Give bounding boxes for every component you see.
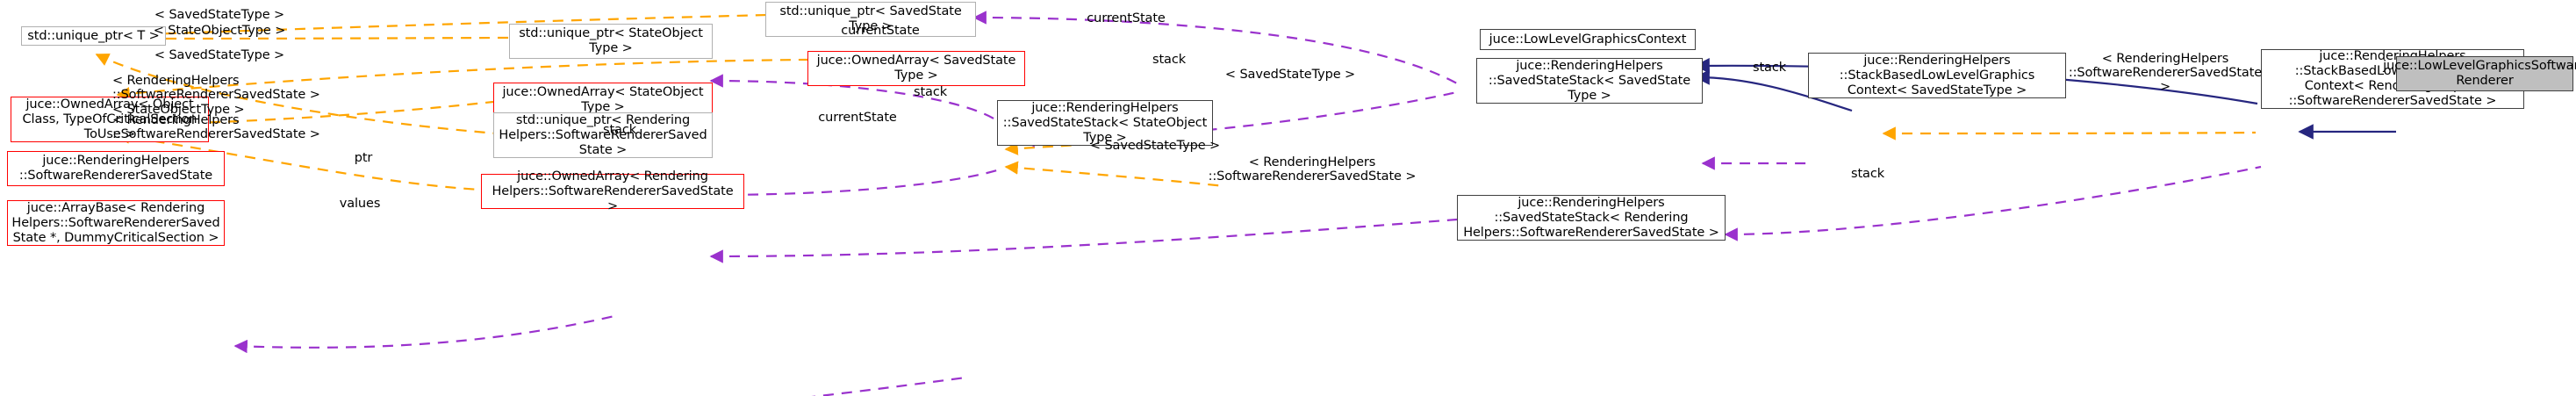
edge-label-renderinghelpers-softwarerenderersavedstate-4: < RenderingHelpers ::SoftwareRendererSav…: [112, 113, 320, 141]
usage-edges: [233, 11, 2262, 396]
node-std-unique-ptr-softwarerenderersavedstate[interactable]: std::unique_ptr< Rendering Helpers::Soft…: [493, 112, 713, 158]
node-juce-ownedarray-renderinghelpers-softwarerenderersavedstate[interactable]: juce::OwnedArray< Rendering Helpers::Sof…: [481, 169, 744, 213]
edge-label-renderinghelpers-softwarerenderersavedstate-1: < RenderingHelpers ::SoftwareRendererSav…: [112, 74, 320, 102]
node-std-unique-ptr-stateobjecttype[interactable]: std::unique_ptr< StateObject Type >: [509, 24, 713, 59]
edge-label-currentstate-1: currentState: [1087, 11, 1166, 25]
node-juce-lowlevelgraphicscontext[interactable]: juce::LowLevelGraphicsContext: [1480, 29, 1696, 50]
node-juce-savedstatestack-renderinghelpers-softwarerenderersavedstate[interactable]: juce::RenderingHelpers ::SavedStateStack…: [1457, 195, 1726, 241]
node-juce-ownedarray-savedstatetype[interactable]: juce::OwnedArray< SavedState Type >: [807, 51, 1025, 86]
node-juce-arraybase-softwarerenderersavedstate[interactable]: juce::ArrayBase< Rendering Helpers::Soft…: [7, 200, 225, 246]
edge-label-stateobjecttype-1: < StateObjectType >: [153, 24, 286, 38]
node-juce-renderinghelpers-softwarerenderersavedstate[interactable]: juce::RenderingHelpers ::SoftwareRendere…: [7, 151, 225, 186]
edge-label-savedstatetype-2: < SavedStateType >: [154, 48, 285, 62]
edge-label-stack-2: stack: [1753, 61, 1786, 75]
edge-label-savedstatetype-4: < SavedStateType >: [1089, 139, 1221, 153]
edge-label-savedstatetype-3: < SavedStateType >: [1224, 68, 1356, 82]
edge-label-values: values: [339, 197, 381, 211]
edge-label-stack-3: stack: [914, 85, 947, 99]
node-juce-ownedarray-objectclass[interactable]: juce::OwnedArray< Object Class, TypeOfCr…: [11, 97, 209, 142]
edge-label-currentstate-2: currentState: [841, 24, 920, 38]
edge-label-savedstatetype-1: < SavedStateType >: [154, 8, 285, 22]
edge-label-stateobjecttype-2: < StateObjectType >: [112, 103, 245, 117]
node-std-unique-ptr-t[interactable]: std::unique_ptr< T >: [21, 26, 166, 46]
node-juce-savedstatestack-savedstatetype[interactable]: juce::RenderingHelpers ::SavedStateStack…: [1476, 58, 1703, 104]
node-juce-ownedarray-stateobjecttype[interactable]: juce::OwnedArray< StateObject Type >: [493, 83, 713, 118]
node-juce-stackbasedlowlevelgraphicscontext-savedstatetype[interactable]: juce::RenderingHelpers ::StackBasedLowLe…: [1808, 53, 2066, 98]
edge-label-renderinghelpers-softwarerenderersavedstate-3: < RenderingHelpers ::SoftwareRendererSav…: [1208, 155, 1417, 184]
node-std-unique-ptr-savedstatetype[interactable]: std::unique_ptr< SavedState Type >: [765, 2, 976, 37]
edge-label-currentstate-3: currentState: [818, 111, 897, 125]
edge-label-ptr: ptr: [354, 151, 373, 165]
edge-label-stack-5: stack: [603, 123, 636, 137]
edge-label-stack-1: stack: [1152, 53, 1186, 67]
edge-label-renderinghelpers-softwarerenderersavedstate-2: < RenderingHelpers ::SoftwareRendererSav…: [2068, 52, 2263, 94]
edge-label-stack-4: stack: [1851, 167, 1884, 181]
node-juce-lowlevelgraphicssoftwarerenderer[interactable]: juce::LowLevelGraphicsSoftware Renderer: [2383, 56, 2576, 91]
node-juce-savedstatestack-stateobjecttype[interactable]: juce::RenderingHelpers ::SavedStateStack…: [997, 100, 1213, 146]
